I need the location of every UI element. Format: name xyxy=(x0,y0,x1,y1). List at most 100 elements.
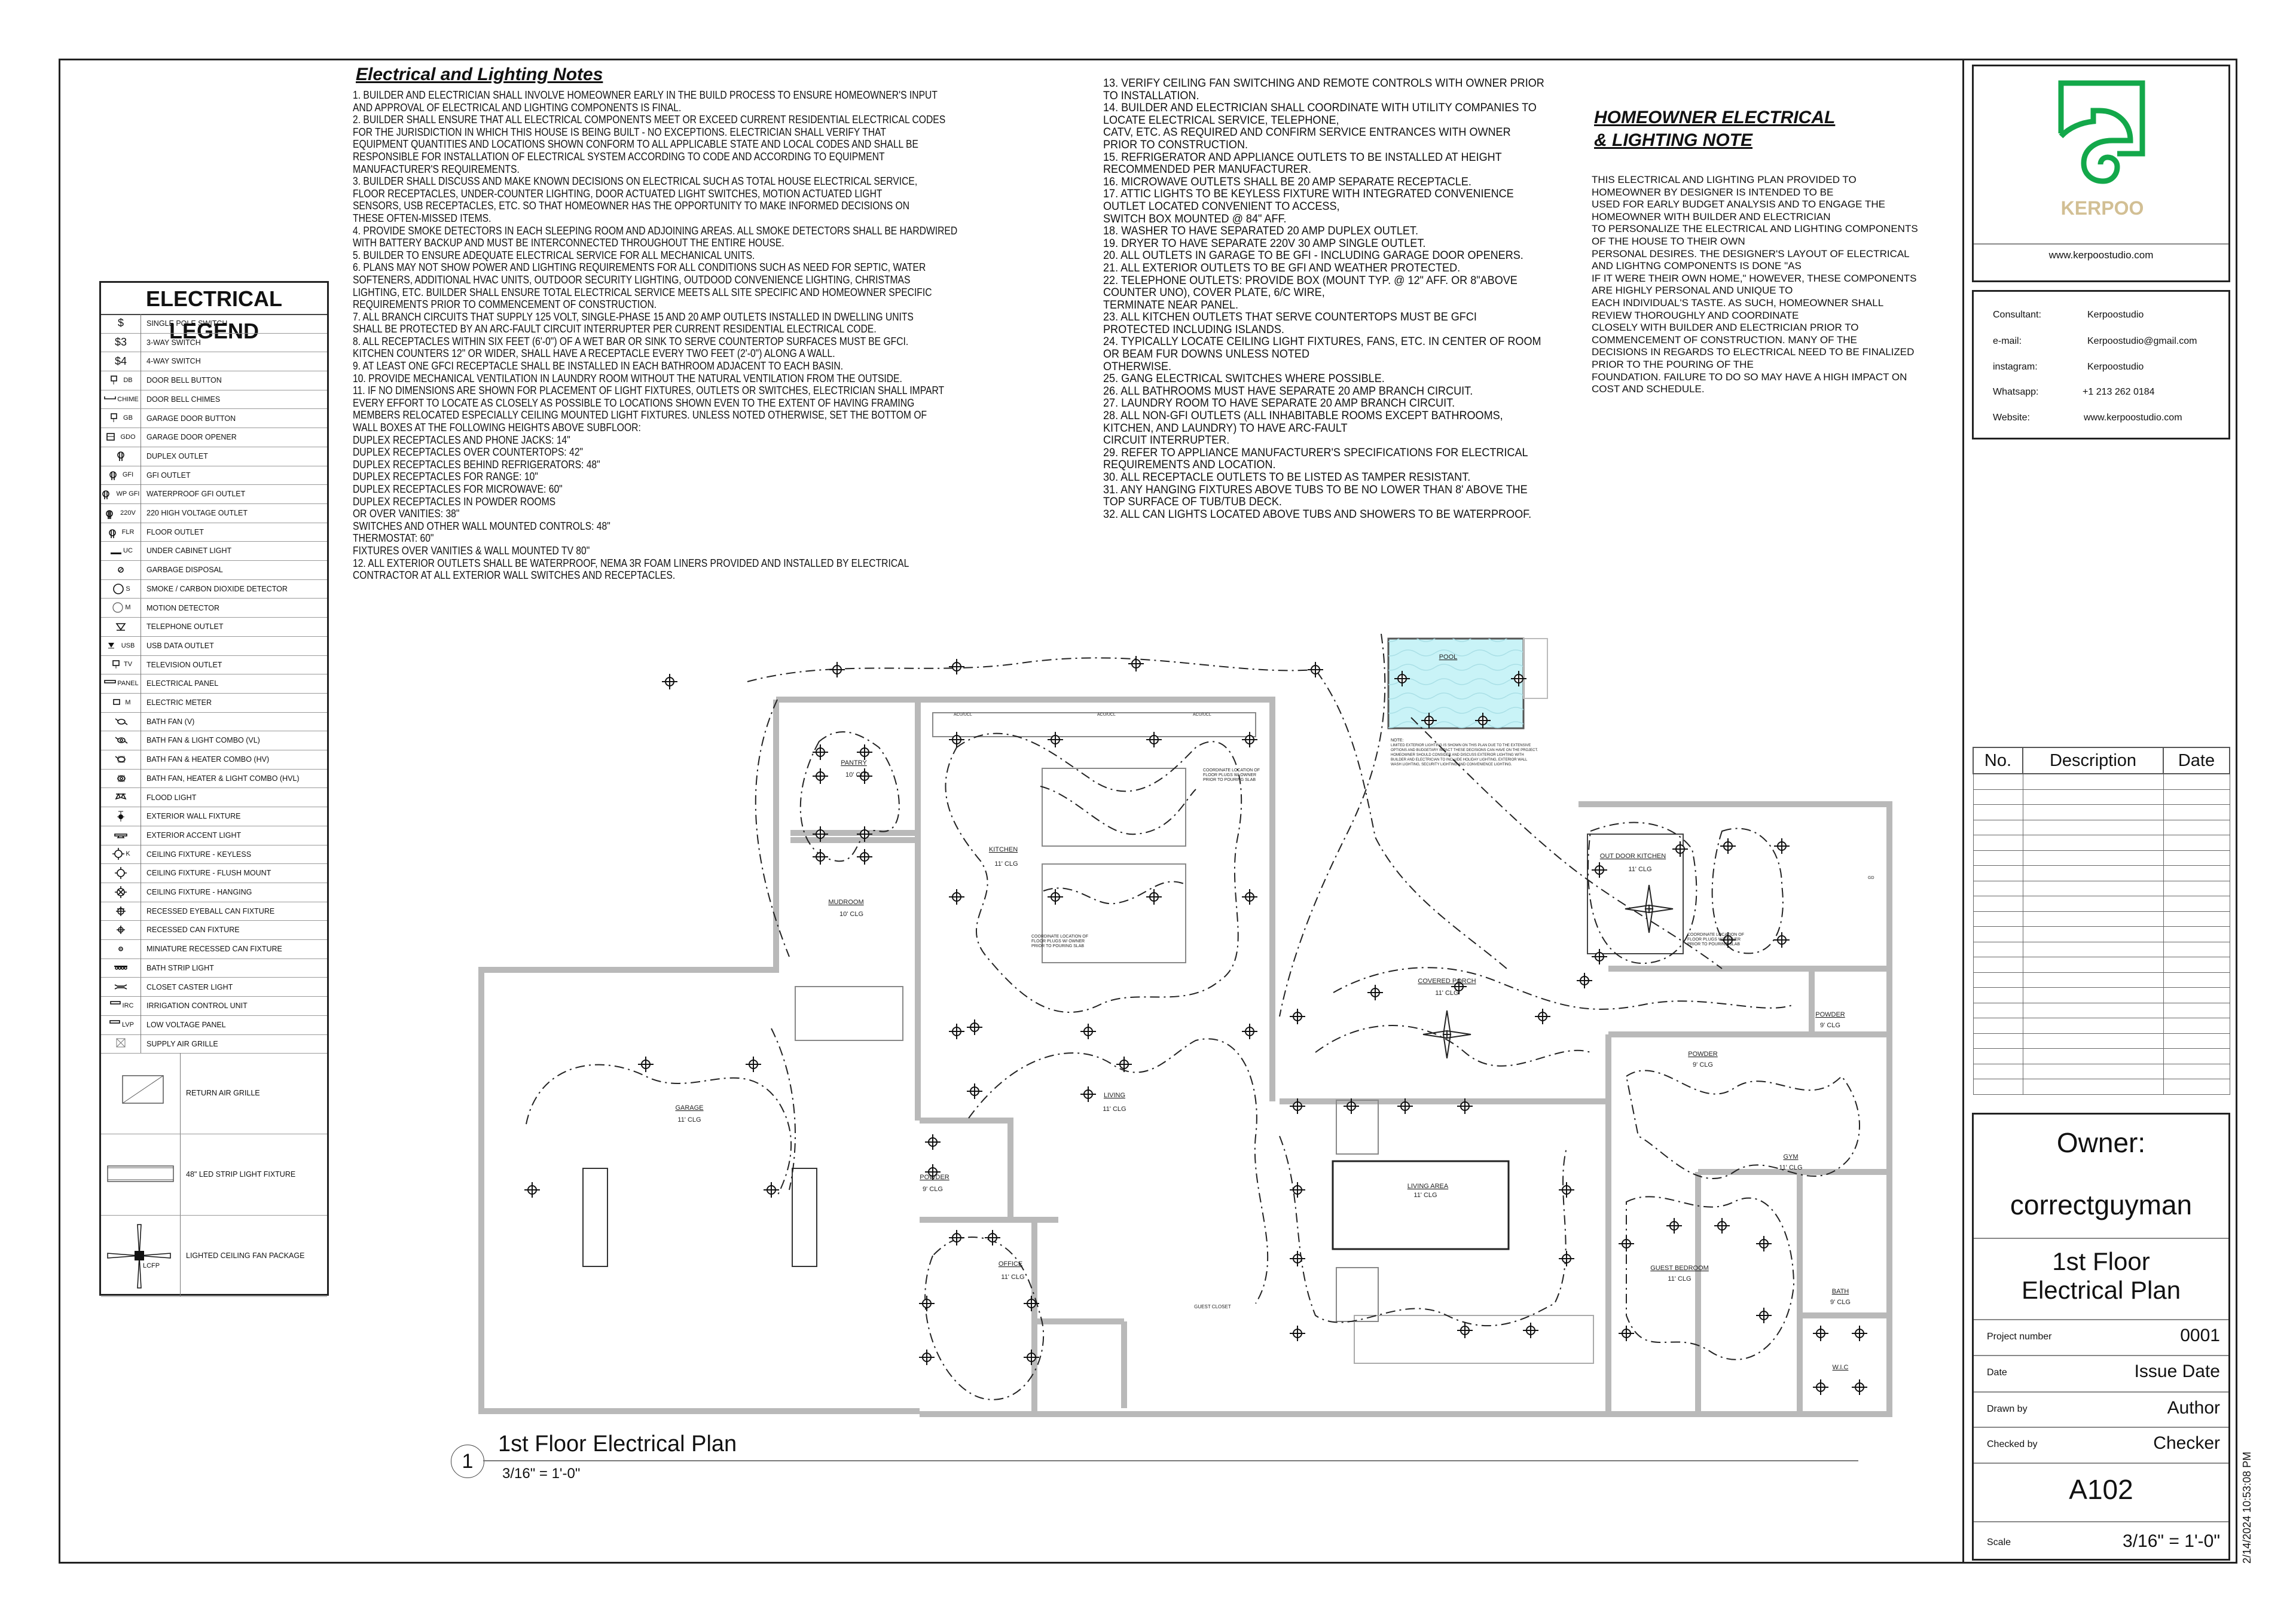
revision-cell xyxy=(1973,819,2023,835)
wiring xyxy=(526,634,1860,1400)
note-line: PRIOR TO CONSTRUCTION. xyxy=(1103,138,1248,151)
legend-label: RETURN AIR GRILLE xyxy=(186,1089,260,1098)
revision-cell xyxy=(2163,1002,2230,1018)
legend-symbol-text: 220V xyxy=(120,509,136,517)
note-line: TERMINATE NEAR PANEL. xyxy=(1103,298,1238,312)
note-line: REVIEW THOROUGHLY AND COORDINATE xyxy=(1592,309,1799,321)
contact-label: Whatsapp: xyxy=(1993,387,2039,397)
annotation-acu: ACU/UCL xyxy=(1193,713,1211,717)
television-outlet-icon: TV xyxy=(101,655,141,674)
recessed-eyeball-can-icon xyxy=(101,901,141,921)
legend-symbol-text: IRC xyxy=(122,1002,134,1010)
recessed-can-fixture-icon xyxy=(1080,1086,1096,1102)
legend-label: RECESSED CAN FIXTURE xyxy=(146,926,240,935)
sheet-number: A102 xyxy=(2069,1474,2133,1505)
room-label-covered-porch: COVERED PORCH xyxy=(1418,978,1476,985)
revision-cell xyxy=(2022,1033,2164,1049)
flood-light-icon xyxy=(101,787,141,807)
legend-item-closet-caster-light: CLOSET CASTER LIGHT xyxy=(101,977,327,997)
recessed-can-fixture-icon xyxy=(1421,713,1437,728)
note-line: SHALL BE PROTECTED BY AN ARC-FAULT CIRCU… xyxy=(353,323,877,335)
room-label-mudroom: MUDROOM xyxy=(828,899,863,906)
note-line: DUPLEX RECEPTACLES AND PHONE JACKS: 14" xyxy=(353,434,570,446)
legend-label: 220 HIGH VOLTAGE OUTLET xyxy=(146,509,248,517)
website-link[interactable]: www.kerpoostudio.com xyxy=(2048,249,2154,261)
recessed-can-fixture-icon xyxy=(1756,1308,1772,1323)
recessed-can-fixture-icon xyxy=(1394,671,1410,686)
revision-row xyxy=(1973,880,2230,896)
homeowner-note-title-line1: HOMEOWNER ELECTRICAL xyxy=(1594,108,1836,127)
wire-run xyxy=(747,657,1507,969)
recessed-can-fixture-icon xyxy=(1451,979,1467,994)
legend-label: 48" LED STRIP LIGHT FIXTURE xyxy=(186,1170,296,1179)
recessed-can-fixture-icon xyxy=(1290,1182,1305,1198)
recessed-can-fixture-icon xyxy=(813,744,828,760)
contact-value: Kerpoostudio xyxy=(2087,310,2144,320)
recessed-can-fixture-icon xyxy=(1024,1350,1039,1365)
wall xyxy=(790,830,918,843)
legend-item-bath-strip-light: BATH STRIP LIGHT xyxy=(101,958,327,978)
revision-cell xyxy=(2022,1002,2164,1018)
note-line: CONTRACTOR AT ALL EXTERIOR WALL SWITCHES… xyxy=(353,569,676,582)
room-label-bath: BATH xyxy=(1832,1288,1849,1295)
row-value: Issue Date xyxy=(2134,1361,2220,1381)
bath-fan-heater-icon xyxy=(101,750,141,769)
legend-label: FLOOR OUTLET xyxy=(146,527,204,536)
recessed-can-fixture-icon xyxy=(1242,1024,1257,1039)
legend-label: TELEVISION OUTLET xyxy=(146,660,222,669)
logo-box: KERPOO www.kerpoostudio.com xyxy=(1972,65,2230,282)
recessed-can-fixture-icon xyxy=(1367,985,1383,1000)
pool-note-line: OPTIONS AND BUDGETARY IMPACT THESE DECIS… xyxy=(1391,749,1538,752)
legend-item-supply-air-grille: SUPPLY AIR GRILLE xyxy=(101,1034,327,1054)
note-line: 17. ATTIC LIGHTS TO BE KEYLESS FIXTURE W… xyxy=(1103,188,1514,201)
revision-cell xyxy=(1973,926,2023,942)
note-line: 19. DRYER TO HAVE SEPARATE 220V 30 AMP S… xyxy=(1103,237,1426,250)
sheet-border xyxy=(59,59,2237,1564)
wire-run xyxy=(1626,1196,1795,1360)
revision-cell xyxy=(2163,789,2230,805)
note-line: CIRCUIT INTERRUPTER. xyxy=(1103,434,1230,447)
legend-label: ELECTRICAL PANEL xyxy=(146,679,219,688)
note-line: THIS ELECTRICAL AND LIGHTING PLAN PROVID… xyxy=(1592,174,1857,185)
homeowner-note-body: THIS ELECTRICAL AND LIGHTING PLAN PROVID… xyxy=(1592,174,1918,396)
legend-symbol-text: $ xyxy=(117,317,124,329)
furniture xyxy=(582,712,1684,1364)
legend-symbol-text: GFI xyxy=(122,471,134,479)
contact-row-consultant: Consultant:Kerpoostudio xyxy=(1993,310,2144,320)
divider xyxy=(1974,1319,2228,1320)
legend-label: BATH FAN, HEATER & LIGHT COMBO (HVL) xyxy=(146,774,300,783)
wire-run xyxy=(924,1237,1045,1400)
recessed-can-fixture-icon xyxy=(1577,973,1592,988)
legend-item-television-outlet: TV TELEVISION OUTLET xyxy=(101,655,327,675)
floor-plug-note: COORDINATE LOCATION OF xyxy=(1203,768,1260,773)
wall xyxy=(1797,1172,1889,1414)
revision-row xyxy=(1973,926,2230,942)
revision-cell xyxy=(2163,957,2230,973)
print-timestamp: 2/14/2024 10:53:08 PM xyxy=(2241,1451,2253,1564)
legend-label: IRRIGATION CONTROL UNIT xyxy=(146,1002,248,1011)
recessed-can-fixture-icon xyxy=(764,1182,779,1198)
revision-cell xyxy=(2163,880,2230,896)
high-voltage-outlet-icon: 220V xyxy=(101,503,141,523)
homeowner-note-title-line2: & LIGHTING NOTE xyxy=(1594,130,1752,150)
note-line: 7. ALL BRANCH CIRCUITS THAT SUPPLY 125 V… xyxy=(353,310,914,323)
note-line: 23. ALL KITCHEN OUTLETS THAT SERVE COUNT… xyxy=(1103,311,1477,324)
recessed-can-fixture-icon xyxy=(1720,932,1736,948)
floor-outlet-icon: FLR xyxy=(101,522,141,542)
revision-row xyxy=(1973,896,2230,912)
divider xyxy=(1974,1521,2228,1522)
room-labels: GARAGE 11' CLG PANTRY 10' CLG MUDROOM 10… xyxy=(675,654,1850,1371)
website-link[interactable]: www.kerpoostudio.com xyxy=(2084,413,2182,423)
email-link[interactable]: Kerpoostudio@gmail.com xyxy=(2087,336,2197,346)
room-label-gym: GYM xyxy=(1783,1153,1798,1161)
legend-symbol-text: GDO xyxy=(120,434,136,441)
motion-detector-icon: M xyxy=(101,598,141,618)
legend-label: BATH FAN & LIGHT COMBO (VL) xyxy=(146,736,260,745)
recessed-can-fixture-icon xyxy=(1146,732,1162,747)
row-value: 0001 xyxy=(2180,1326,2220,1345)
